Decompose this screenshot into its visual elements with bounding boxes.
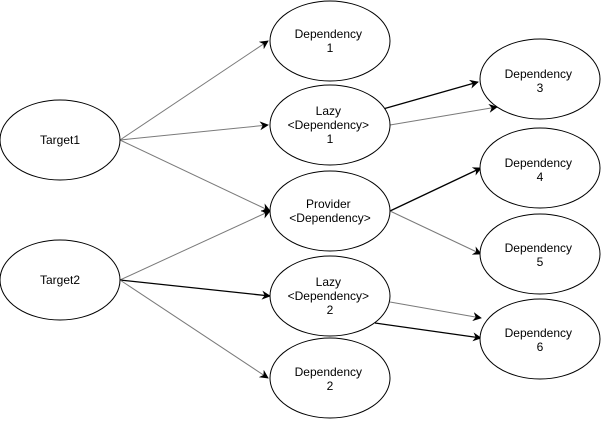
edge-lazy-dependency2-to-dependency6-bold	[374, 322, 482, 342]
node-dependency6-shape	[479, 298, 601, 380]
node-dependency5-shape	[479, 213, 601, 295]
node-dependency2-label-line2: 2	[327, 379, 334, 393]
node-lazy-dependency1[interactable]: Lazy <Dependency> 1	[269, 84, 391, 166]
node-dependency6-label-line2: 6	[537, 340, 544, 354]
node-provider-dependency-label: Provider <Dependency>	[289, 197, 370, 225]
edge-lazy-dependency1-to-dependency3-bold	[382, 79, 479, 110]
node-dependency2-label-line1: Dependency	[295, 365, 362, 379]
node-dependency6[interactable]: Dependency 6	[479, 298, 601, 380]
node-lazy-dependency2-label-line1: Lazy	[316, 275, 341, 289]
node-dependency5-label-line1: Dependency	[505, 241, 572, 255]
node-dependency3-label-line1: Dependency	[505, 67, 572, 81]
node-target1-label-line: Target1	[40, 133, 80, 147]
node-target1-label: Target1	[40, 133, 80, 147]
node-dependency1-label: Dependency 1	[295, 27, 366, 55]
node-dependency2[interactable]: Dependency 2	[269, 337, 391, 419]
node-lazy-dependency1-shape	[269, 84, 391, 166]
edge-provider-to-dependency5	[389, 210, 482, 255]
node-dependency4[interactable]: Dependency 4	[479, 127, 601, 209]
node-dependency3-shape	[479, 38, 601, 120]
node-dependency1-label-line2: 1	[327, 41, 334, 55]
node-provider-dependency-label-line2: <Dependency>	[289, 211, 370, 225]
node-provider-dependency[interactable]: Provider <Dependency>	[269, 170, 391, 252]
node-dependency3-label-line2: 3	[537, 81, 544, 95]
node-dependency4-label: Dependency 4	[505, 156, 576, 184]
edge-lazy-dependency1-to-dependency3-thin	[389, 103, 498, 126]
edge-lazy-dependency2-to-dependency6-thin	[389, 301, 482, 322]
node-lazy-dependency2-shape	[269, 255, 391, 337]
node-dependency5-label-line2: 5	[537, 255, 544, 269]
node-dependency4-label-line1: Dependency	[505, 156, 572, 170]
node-dependency4-label-line2: 4	[537, 170, 544, 184]
node-dependency5-label: Dependency 5	[505, 241, 576, 269]
node-dependency5[interactable]: Dependency 5	[479, 213, 601, 295]
node-dependency6-label-line1: Dependency	[505, 326, 572, 340]
edge-target2-to-lazy-dependency2	[119, 279, 271, 300]
edge-target2-to-provider	[119, 210, 271, 281]
node-dependency4-shape	[479, 127, 601, 209]
node-provider-dependency-shape	[269, 170, 391, 252]
node-dependency1-label-line1: Dependency	[295, 27, 362, 41]
node-dependency3-label: Dependency 3	[505, 67, 576, 95]
node-lazy-dependency1-label-line3: 1	[327, 132, 334, 146]
node-lazy-dependency1-label: Lazy <Dependency> 1	[288, 104, 373, 146]
node-lazy-dependency2-label-line2: <Dependency>	[288, 289, 369, 303]
edge-target2-to-dependency2	[119, 279, 269, 379]
node-dependency3[interactable]: Dependency 3	[479, 38, 601, 120]
node-dependency2-shape	[269, 337, 391, 419]
node-target2-label: Target2	[40, 273, 80, 287]
node-dependency1-shape	[269, 0, 391, 82]
node-dependency2-label: Dependency 2	[295, 365, 366, 393]
node-lazy-dependency1-label-line1: Lazy	[316, 104, 341, 118]
edge-target1-to-lazy-dependency1	[119, 121, 269, 141]
edge-provider-to-dependency4	[389, 167, 482, 212]
node-lazy-dependency2-label: Lazy <Dependency> 2	[288, 275, 373, 317]
node-dependency6-label: Dependency 6	[505, 326, 576, 354]
edge-target1-to-dependency1	[119, 40, 269, 141]
edges-layer	[119, 40, 498, 379]
edge-target1-to-provider	[119, 139, 271, 212]
node-target2[interactable]: Target2	[0, 239, 121, 321]
node-target2-shape	[0, 239, 121, 321]
node-target1[interactable]: Target1	[0, 99, 121, 181]
node-target2-label-line: Target2	[40, 273, 80, 287]
node-dependency1[interactable]: Dependency 1	[269, 0, 391, 82]
node-lazy-dependency1-label-line2: <Dependency>	[288, 118, 369, 132]
node-lazy-dependency2-label-line3: 2	[327, 303, 334, 317]
node-provider-dependency-label-line1: Provider	[306, 197, 351, 211]
node-target1-shape	[0, 99, 121, 181]
node-lazy-dependency2[interactable]: Lazy <Dependency> 2	[269, 255, 391, 337]
